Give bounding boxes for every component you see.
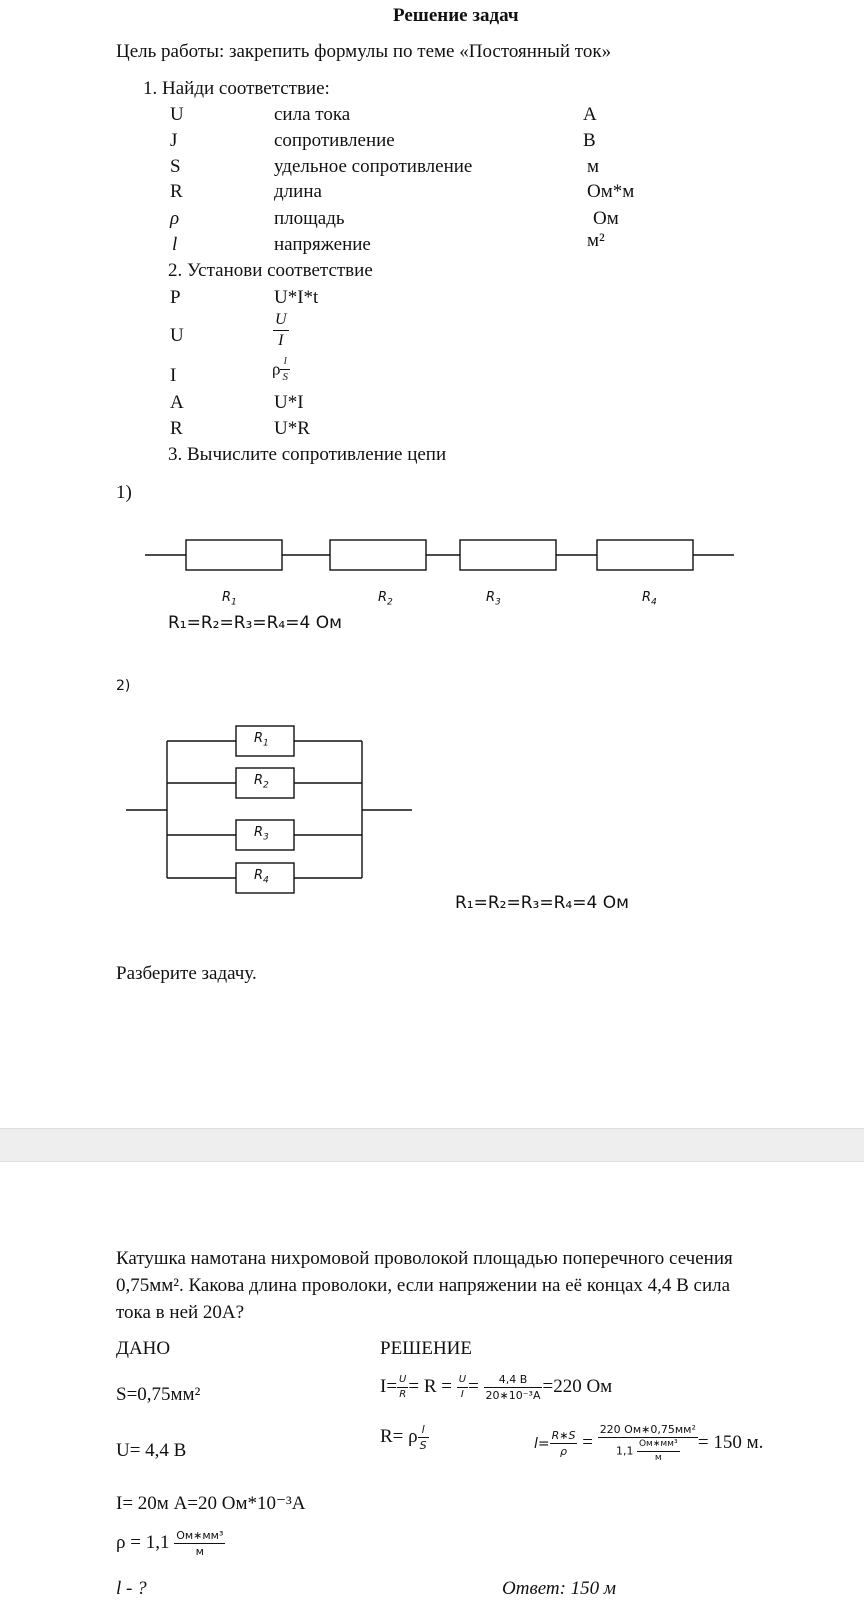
task1-quantity: площадь bbox=[274, 208, 345, 229]
fraction-denominator: I bbox=[278, 332, 284, 349]
page-separator bbox=[0, 1128, 864, 1162]
task2-symbol: I bbox=[170, 365, 177, 386]
fraction-numerator: U bbox=[273, 312, 289, 331]
task2-symbol: A bbox=[170, 392, 184, 413]
task1-unit: м bbox=[587, 156, 600, 177]
problem-text-line2: 0,75мм². Какова длина проволоки, если на… bbox=[116, 1275, 731, 1296]
resistor-label-r2: R2 bbox=[378, 590, 393, 608]
circuit2-caption: R₁=R₂=R₃=R₄=4 Ом bbox=[455, 893, 629, 913]
series-circuit-diagram bbox=[145, 539, 734, 571]
answer-text: Ответ: 150 м bbox=[502, 1578, 617, 1599]
task1-unit: В bbox=[583, 130, 596, 151]
worksheet-page-2: Катушка намотана нихромовой проволокой п… bbox=[0, 1162, 864, 1612]
given-current: I= 20м А=20 Ом*10⁻³А bbox=[116, 1493, 306, 1514]
circuit1-caption: R₁=R₂=R₃=R₄=4 Ом bbox=[168, 613, 342, 633]
given-heading: ДАНО bbox=[116, 1338, 171, 1359]
task1-symbol: l bbox=[172, 234, 178, 255]
solution-heading: РЕШЕНИЕ bbox=[380, 1338, 472, 1359]
task2-formula: U*R bbox=[274, 418, 310, 439]
task1-unit: А bbox=[583, 104, 597, 125]
find-length: l - ? bbox=[116, 1578, 147, 1599]
task1-quantity: удельное сопротивление bbox=[274, 156, 473, 177]
parallel-circuit-diagram bbox=[126, 725, 412, 894]
task2-symbol: R bbox=[170, 418, 183, 439]
resistor-label-r1: R1 bbox=[222, 590, 237, 608]
task1-quantity: сопротивление bbox=[274, 130, 395, 151]
task1-unit: Ом*м bbox=[587, 181, 635, 202]
problem-text-line1: Катушка намотана нихромовой проволокой п… bbox=[116, 1248, 733, 1269]
task1-symbol: S bbox=[170, 156, 181, 177]
task1-symbol: R bbox=[170, 181, 183, 202]
circuit1-label: 1) bbox=[116, 482, 132, 503]
task1-quantity: длина bbox=[274, 181, 322, 202]
task2-formula: U*I*t bbox=[274, 287, 319, 308]
resistor-label-r4: R4 bbox=[642, 590, 657, 608]
resistor-label-r3: R3 bbox=[486, 590, 501, 608]
task2-formula: U*I bbox=[274, 392, 304, 413]
task1-unit: Ом bbox=[593, 208, 619, 229]
task1-symbol: J bbox=[170, 130, 178, 151]
resistor-label-r1: R1 bbox=[254, 731, 269, 749]
analyze-instruction: Разберите задачу. bbox=[116, 963, 257, 984]
resistor-label-r4: R4 bbox=[254, 868, 269, 886]
task1-unit: м² bbox=[587, 230, 605, 251]
task1-heading: 1. Найди соответствие: bbox=[143, 78, 330, 99]
resistor-label-r2: R2 bbox=[254, 773, 269, 791]
task1-quantity: напряжение bbox=[274, 234, 371, 255]
resistor-label-r3: R3 bbox=[254, 825, 269, 843]
task1-symbol: ρ bbox=[170, 208, 180, 229]
task1-symbol: U bbox=[170, 104, 184, 125]
goal-text: Цель работы: закрепить формулы по теме «… bbox=[116, 41, 612, 62]
page-title: Решение задач bbox=[393, 5, 519, 26]
task3-heading: 3. Вычислите сопротивление цепи bbox=[168, 444, 447, 465]
given-voltage: U= 4,4 В bbox=[116, 1440, 187, 1461]
task2-symbol: P bbox=[170, 287, 181, 308]
circuit2-label: 2) bbox=[116, 678, 131, 694]
worksheet-page-1: Решение задач Цель работы: закрепить фор… bbox=[116, 5, 734, 984]
task2-symbol: U bbox=[170, 325, 184, 346]
task1-quantity: сила тока bbox=[274, 104, 351, 125]
given-area: S=0,75мм² bbox=[116, 1384, 201, 1405]
task2-heading: 2. Установи соответствие bbox=[168, 260, 373, 281]
problem-text-line3: тока в ней 20А? bbox=[116, 1302, 245, 1323]
